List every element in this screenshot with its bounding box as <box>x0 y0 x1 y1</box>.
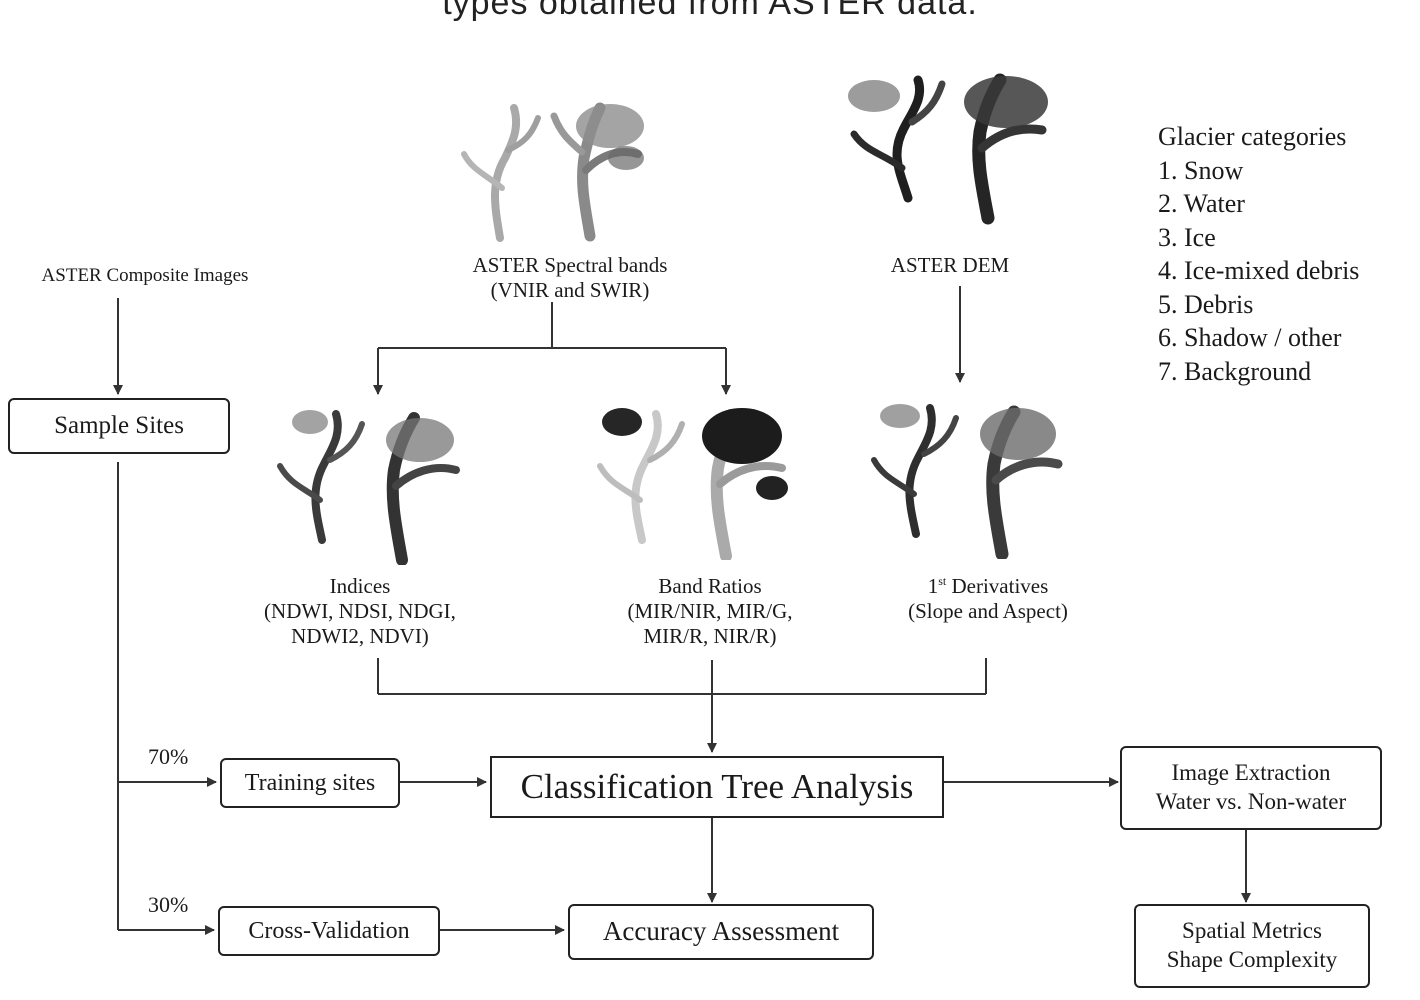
dem-image <box>848 73 1048 225</box>
derivatives-ordinal-suffix: st <box>938 574 947 588</box>
training-percent: 70% <box>148 744 189 769</box>
legend-item-ice-mixed-debris: 4. Ice-mixed debris <box>1158 256 1360 285</box>
derivatives-line-2: (Slope and Aspect) <box>908 599 1068 624</box>
band-ratios-line-2: (MIR/NIR, MIR/G, <box>627 599 793 624</box>
accuracy-assessment-box: Accuracy Assessment <box>568 904 874 960</box>
band-ratios-line-1: Band Ratios <box>658 574 762 598</box>
indices-image <box>277 410 460 565</box>
spatial-metrics-line-1: Spatial Metrics <box>1182 918 1322 944</box>
glacier-categories-legend: Glacier categories 1. Snow 2. Water 3. I… <box>1158 120 1359 388</box>
derivatives-image <box>871 404 1063 559</box>
legend-item-background: 7. Background <box>1158 356 1312 386</box>
sample-sites-box: Sample Sites <box>8 398 230 454</box>
band-ratios-image <box>597 408 788 560</box>
band-ratios-line-3: MIR/R, NIR/R) <box>643 624 777 649</box>
composite-images-label: ASTER Composite Images <box>41 265 249 286</box>
legend-item-ice: 3. Ice <box>1158 222 1216 252</box>
validation-percent: 30% <box>148 892 189 917</box>
band-ratios-label: Band Ratios (MIR/NIR, MIR/G, MIR/R, NIR/… <box>590 574 830 650</box>
spatial-metrics-line-2: Shape Complexity <box>1166 947 1338 972</box>
indices-line-1: Indices <box>329 574 391 598</box>
image-extraction-line-1: Image Extraction <box>1171 760 1331 786</box>
figure-caption: types obtained from ASTER data. <box>442 0 978 22</box>
dem-label: ASTER DEM <box>890 253 1010 277</box>
derivatives-label: 1st Derivatives (Slope and Aspect) <box>878 574 1098 624</box>
indices-label: Indices (NDWI, NDSI, NDGI, NDWI2, NDVI) <box>240 574 480 650</box>
legend-item-water: 2. Water <box>1158 189 1245 218</box>
spectral-bands-image <box>461 102 644 242</box>
spectral-bands-label: ASTER Spectral bands (VNIR and SWIR) <box>430 253 710 303</box>
spectral-bands-line-2: (VNIR and SWIR) <box>490 278 650 303</box>
indices-line-2: (NDWI, NDSI, NDGI, <box>264 599 456 624</box>
derivatives-ordinal: 1 <box>927 574 939 598</box>
legend-item-debris: 5. Debris <box>1158 289 1254 319</box>
spectral-bands-line-1: ASTER Spectral bands <box>472 253 668 277</box>
classification-tree-box: Classification Tree Analysis <box>490 756 944 818</box>
spatial-metrics-box: Spatial Metrics Shape Complexity <box>1134 904 1370 988</box>
derivatives-word: Derivatives <box>946 574 1049 598</box>
derivatives-line-1: 1st Derivatives <box>878 574 1098 599</box>
training-sites-box: Training sites <box>220 758 400 808</box>
cross-validation-box: Cross-Validation <box>218 906 440 956</box>
image-extraction-line-2: Water vs. Non-water <box>1155 789 1347 814</box>
image-extraction-box: Image Extraction Water vs. Non-water <box>1120 746 1382 830</box>
legend-item-shadow: 6. Shadow / other <box>1158 323 1342 352</box>
legend-item-snow: 1. Snow <box>1158 155 1244 185</box>
indices-line-3: NDWI2, NDVI) <box>291 624 429 649</box>
legend-title: Glacier categories <box>1158 122 1347 151</box>
